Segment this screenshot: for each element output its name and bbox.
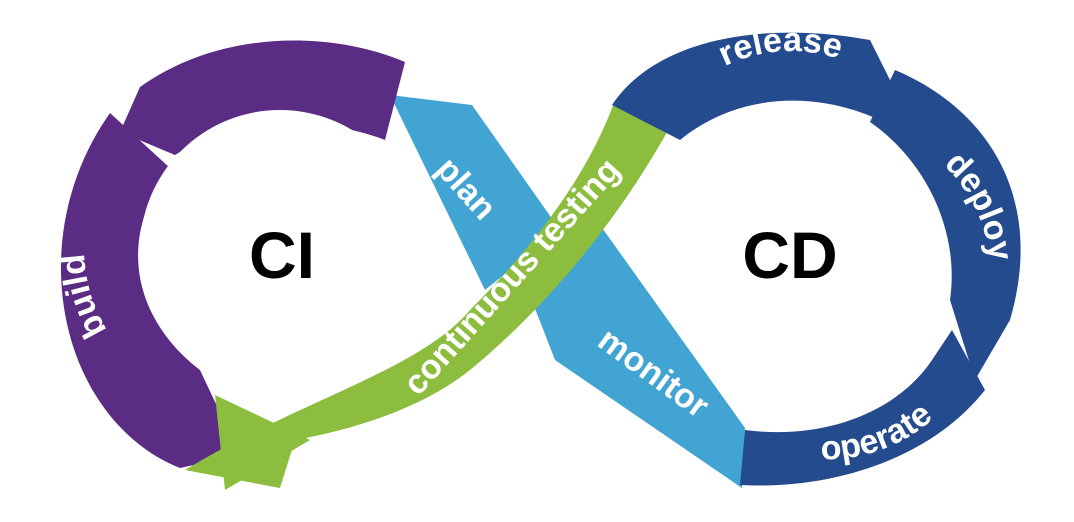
cd-title: CD — [742, 218, 837, 292]
build-segment — [60, 113, 240, 468]
cd-ring-center — [650, 110, 930, 390]
operate-label: operate — [820, 395, 939, 468]
monitor-arrow-head — [575, 300, 640, 338]
ci-ring-center — [140, 110, 420, 390]
ci-title: CI — [249, 218, 315, 292]
code-label: code — [222, 0, 315, 43]
release-segment — [612, 32, 900, 140]
deploy-segment — [870, 70, 1021, 380]
operate-segment — [740, 330, 985, 486]
plan-segment — [390, 95, 560, 290]
monitor-segment — [520, 225, 745, 488]
continuous-testing-arrow-head — [215, 395, 310, 490]
